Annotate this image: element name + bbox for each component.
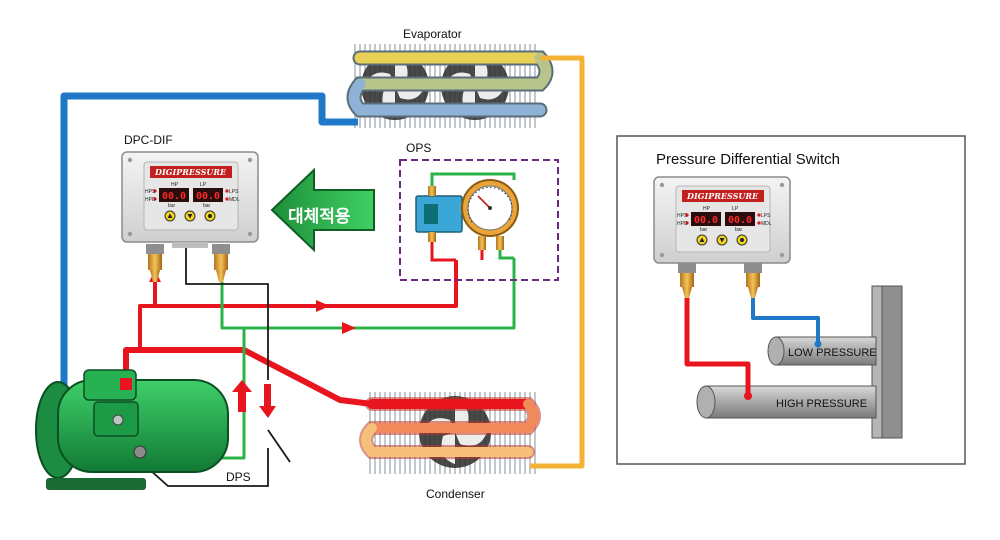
condenser-coils	[359, 397, 541, 459]
evaporator-coils	[346, 50, 554, 118]
dpc-dif-label: DPC-DIF	[124, 133, 173, 147]
evaporator-label: Evaporator	[403, 27, 462, 41]
compressor	[35, 369, 229, 490]
red-arrow-right-2	[342, 322, 356, 334]
red-arrow-dps-down	[259, 406, 276, 418]
ops-label: OPS	[406, 141, 431, 155]
low-pressure-pipe: LOW PRESSURE	[767, 336, 877, 366]
dpc-hp-display: 00.0	[162, 191, 186, 202]
liquid-line	[530, 55, 585, 469]
replacement-arrow: 대체적용	[270, 167, 375, 253]
dps-wiring	[149, 244, 291, 487]
panel-lp-display: 00.0	[728, 215, 752, 226]
evaporator: Evaporator	[346, 27, 554, 128]
panel-led-hpd: HPD	[677, 221, 688, 227]
dps-label: DPS	[226, 470, 251, 484]
suction-line	[60, 92, 358, 390]
red-arrow-right	[316, 300, 330, 312]
dpc-brand: DIGIPRESSURE	[154, 167, 227, 177]
dpc-lp-display: 00.0	[196, 191, 220, 202]
dpc-led-hps: HPS	[145, 189, 156, 195]
pressure-differential-panel: Pressure Differential Switch LOW PRESSUR…	[616, 135, 966, 465]
red-arrow-dps-up	[232, 380, 252, 392]
flow-arrows	[149, 270, 356, 418]
high-pressure-pipe: HIGH PRESSURE	[696, 385, 877, 419]
dpc-hp-label: HP	[171, 182, 179, 188]
dpc-unit-left: bar	[168, 203, 176, 209]
dpc-led-mdl: MDL	[229, 197, 240, 203]
dpc-dif-device: DPC-DIF DIGIPRESSURE HP LP 00.0 00.0 HPS…	[121, 133, 259, 282]
panel-lp-line	[751, 298, 820, 344]
panel-hp-line	[684, 298, 751, 396]
dpc-led-lps: LPS	[229, 189, 239, 195]
panel-title: Pressure Differential Switch	[656, 151, 840, 168]
dpc-unit-right: bar	[203, 203, 211, 209]
panel-unit-right: bar	[735, 227, 743, 233]
condenser: Condenser	[359, 392, 541, 501]
panel-led-mdl: MDL	[761, 221, 772, 227]
condenser-label: Condenser	[426, 487, 485, 501]
panel-led-lps: LPS	[761, 213, 771, 219]
dpc-lp-label: LP	[200, 182, 207, 188]
panel-lp-label: LP	[732, 206, 739, 212]
panel-hp-label: HP	[703, 206, 711, 212]
hp-sensing-line	[138, 260, 458, 350]
panel-unit-left: bar	[700, 227, 708, 233]
replacement-label: 대체적용	[288, 207, 351, 227]
panel-brand: DIGIPRESSURE	[686, 191, 759, 201]
panel-led-hps: HPS	[677, 213, 688, 219]
high-pressure-label: HIGH PRESSURE	[776, 398, 867, 410]
panel-hp-display: 00.0	[694, 215, 718, 226]
ops-group: OPS	[399, 141, 559, 281]
dpc-led-hpd: HPD	[145, 197, 156, 203]
ops-switch	[415, 195, 463, 233]
panel-device: DIGIPRESSURE HP LP 00.0 00.0 HPS HPD LPS…	[653, 176, 791, 298]
low-pressure-label: LOW PRESSURE	[788, 347, 877, 359]
